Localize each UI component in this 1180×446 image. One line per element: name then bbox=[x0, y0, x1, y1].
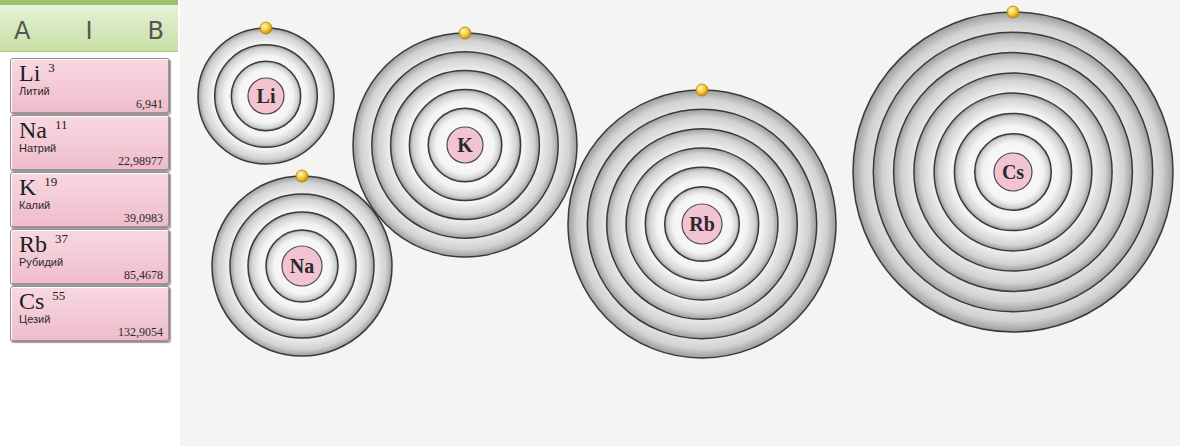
electron-shell bbox=[372, 52, 558, 238]
electron-shell bbox=[215, 45, 318, 148]
element-cell: K 19Калий39,0983 bbox=[10, 172, 170, 228]
nucleus-disc bbox=[994, 153, 1032, 191]
nucleus: Cs bbox=[993, 152, 1033, 192]
electron-shell bbox=[914, 73, 1112, 271]
element-symbol: Rb bbox=[19, 232, 47, 256]
nucleus-disc bbox=[282, 246, 322, 286]
atomic-number: 3 bbox=[48, 61, 55, 75]
electron-shell bbox=[230, 194, 374, 338]
atomic-mass: 6,941 bbox=[19, 97, 163, 111]
group-label: I bbox=[85, 17, 92, 45]
cell-row: Li 3 bbox=[19, 61, 163, 85]
electron-shell bbox=[568, 90, 836, 358]
element-symbol: Cs bbox=[19, 289, 44, 313]
nucleus-disc bbox=[682, 204, 722, 244]
electron-shell bbox=[409, 89, 520, 200]
cell-row: Rb 37 bbox=[19, 232, 163, 256]
element-name: Натрий bbox=[19, 142, 163, 154]
electron-shell bbox=[212, 176, 392, 356]
nucleus-label: Rb bbox=[689, 213, 715, 235]
electron-shell bbox=[391, 71, 540, 220]
electron-shell bbox=[954, 113, 1071, 230]
group-label: B bbox=[148, 17, 164, 45]
cell-row: K 19 bbox=[19, 175, 163, 199]
nucleus-disc bbox=[447, 127, 483, 163]
atomic-number: 11 bbox=[55, 118, 68, 132]
electron-dot bbox=[696, 84, 708, 96]
nucleus: Na bbox=[281, 245, 323, 287]
atomic-number: 37 bbox=[55, 232, 68, 246]
nucleus-label: Li bbox=[257, 85, 276, 107]
electron-shell bbox=[231, 61, 300, 130]
nucleus-label: Cs bbox=[1002, 161, 1024, 183]
electron-shell bbox=[665, 187, 740, 262]
cell-row: Na 11 bbox=[19, 118, 163, 142]
nucleus-disc bbox=[248, 78, 284, 114]
electron-dot bbox=[296, 170, 308, 182]
electron-shell bbox=[248, 212, 356, 320]
atomic-number: 55 bbox=[52, 289, 65, 303]
element-symbol: Na bbox=[19, 118, 47, 142]
electron-shell bbox=[645, 167, 758, 280]
atomic-mass: 39,0983 bbox=[19, 211, 163, 225]
electron-shell bbox=[353, 33, 577, 257]
atomic-mass: 85,4678 bbox=[19, 268, 163, 282]
electron-dot bbox=[459, 27, 471, 39]
electron-shell bbox=[975, 134, 1052, 211]
element-name: Рубидий bbox=[19, 256, 163, 268]
nucleus-label: Na bbox=[290, 255, 314, 277]
element-cell: Rb 37Рубидий85,4678 bbox=[10, 229, 170, 285]
atomic-number: 19 bbox=[44, 175, 57, 189]
nucleus: K bbox=[446, 126, 484, 164]
element-cell: Na 11Натрий22,98977 bbox=[10, 115, 170, 171]
electron-shell bbox=[894, 53, 1133, 292]
group-header: AIB bbox=[0, 5, 178, 52]
electron-dot bbox=[1007, 6, 1019, 18]
element-symbol: K bbox=[19, 175, 36, 199]
element-symbol: Li bbox=[19, 61, 40, 85]
electron-shell bbox=[198, 28, 334, 164]
atomic-mass: 22,98977 bbox=[19, 154, 163, 168]
electron-dot bbox=[260, 22, 272, 34]
element-name: Калий bbox=[19, 199, 163, 211]
element-name: Цезий bbox=[19, 313, 163, 325]
element-cell: Li 3Литий6,941 bbox=[10, 58, 170, 114]
page-ground bbox=[180, 0, 1180, 446]
electron-shell bbox=[934, 93, 1092, 251]
element-name: Литий bbox=[19, 85, 163, 97]
electron-shell bbox=[607, 129, 798, 320]
atomic-mass: 132,9054 bbox=[19, 325, 163, 339]
electron-shell bbox=[853, 12, 1173, 332]
element-cell: Cs 55Цезий132,9054 bbox=[10, 286, 170, 342]
nucleus: Rb bbox=[681, 203, 723, 245]
nucleus: Li bbox=[247, 77, 285, 115]
nucleus-label: K bbox=[457, 134, 473, 156]
electron-shell bbox=[626, 148, 778, 300]
group-label: A bbox=[14, 17, 30, 45]
electron-shell bbox=[587, 109, 816, 338]
electron-shell bbox=[266, 230, 338, 302]
electron-shell bbox=[873, 32, 1152, 311]
electron-shell bbox=[428, 108, 502, 182]
cell-row: Cs 55 bbox=[19, 289, 163, 313]
